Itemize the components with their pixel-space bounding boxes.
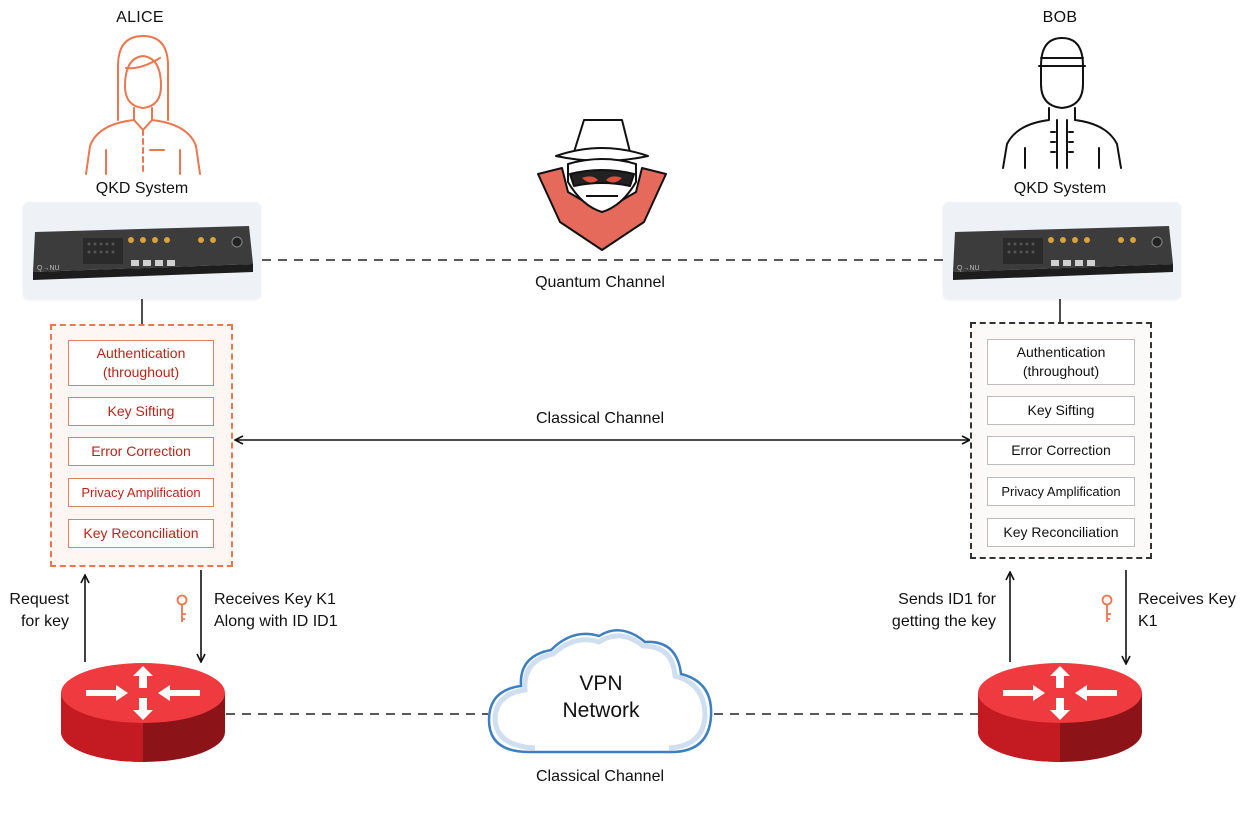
quantum-channel-label: Quantum Channel — [535, 274, 665, 291]
alice-system-label: QKD System — [95, 180, 189, 197]
alice-step-authentication: Authentication (throughout) — [68, 340, 214, 386]
bob-step-key-reconciliation: Key Reconciliation — [987, 518, 1135, 547]
alice-qkd-device: Q→NU — [23, 202, 261, 299]
classical-channel-label-top: Classical Channel — [535, 410, 665, 427]
alice-request-label: Request for key — [9, 591, 69, 630]
vpn-network-label: VPN Network — [562, 672, 640, 722]
bob-step-privacy-amplification: Privacy Amplification — [987, 477, 1135, 506]
alice-step-key-sifting: Key Sifting — [68, 397, 214, 426]
bob-step-authentication: Authentication (throughout) — [987, 339, 1135, 385]
alice-name: ALICE — [116, 9, 164, 26]
bob-system-label: QKD System — [1013, 180, 1107, 197]
alice-step-key-reconciliation: Key Reconciliation — [68, 519, 214, 548]
bob-step-error-correction: Error Correction — [987, 436, 1135, 465]
alice-step-error-correction: Error Correction — [68, 437, 214, 466]
bob-step-key-sifting: Key Sifting — [987, 396, 1135, 425]
eavesdropper-icon — [537, 119, 667, 251]
bob-send-label: Sends ID1 for getting the key — [891, 591, 996, 630]
alice-person-icon — [85, 35, 201, 175]
alice-receive-label: Receives Key K1 Along with ID ID1 — [214, 591, 338, 630]
classical-channel-label-bottom: Classical Channel — [535, 768, 665, 785]
cloud-icon — [487, 629, 713, 754]
bob-person-icon — [1002, 37, 1122, 169]
key-icon-bob — [1101, 594, 1113, 622]
device-brand-bob: Q→NU — [957, 265, 980, 272]
router-icon-bob — [978, 663, 1142, 762]
bob-receive-label: Receives Key K1 — [1138, 591, 1236, 630]
key-icon — [176, 594, 188, 622]
bob-qkd-device: Q→NU — [943, 202, 1181, 299]
alice-step-privacy-amplification: Privacy Amplification — [68, 478, 214, 507]
qkd-device-icon: Q→NU — [33, 226, 253, 280]
device-brand: Q→NU — [37, 265, 60, 272]
bob-name: BOB — [1042, 9, 1078, 26]
qkd-device-icon-bob: Q→NU — [953, 226, 1173, 280]
router-icon — [61, 663, 225, 762]
